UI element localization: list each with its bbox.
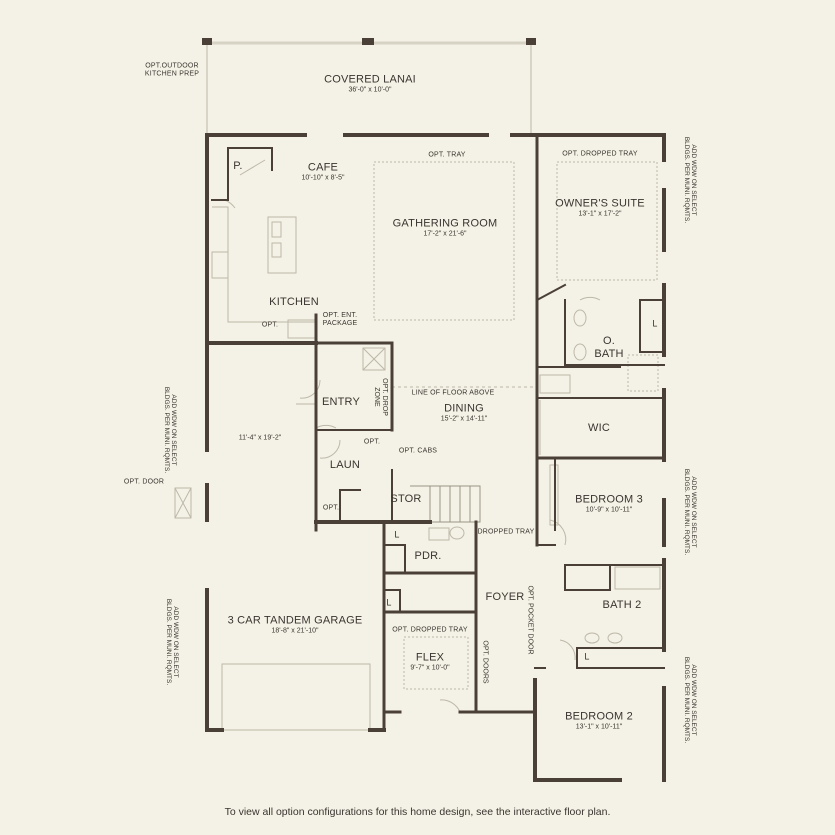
room-dims: 9'-7" x 10'-0" xyxy=(410,664,450,672)
room-covered-lanai: COVERED LANAI 36'-0" x 10'-0" xyxy=(324,73,416,94)
note-opt-drop-zone: OPT. DROP ZONE xyxy=(372,378,388,416)
room-bedroom3: BEDROOM 3 10'-9" x 10'-11" xyxy=(575,493,643,514)
room-kitchen: KITCHEN xyxy=(269,296,319,309)
room-dims: 13'-1" x 17'-2" xyxy=(578,210,622,218)
room-dims: 13'-1" x 10'-11" xyxy=(575,723,623,731)
room-dims: 10'-9" x 10'-11" xyxy=(585,506,633,514)
note-line: ADD WDW ON SELECT xyxy=(172,606,180,678)
room-owners-suite: OWNER'S SUITE 13'-1" x 17'-2" xyxy=(555,197,645,218)
note-opt-kitchen: OPT. xyxy=(261,321,279,329)
room-dining: DINING 15'-2" x 14'-11" xyxy=(440,402,488,423)
footer-note: To view all option configurations for th… xyxy=(224,806,611,818)
room-pdr: PDR. xyxy=(414,550,442,563)
note-add-window-garage-1: ADD WDW ON SELECT BLDGS. PER MUNI. RQMTS… xyxy=(163,387,177,473)
room-name: CAFE xyxy=(307,161,339,174)
room-bath2: BATH 2 xyxy=(602,599,642,612)
note-add-window-bed2: ADD WDW ON SELECT BLDGS. PER MUNI. RQMTS… xyxy=(683,657,697,743)
room-name: O. BATH xyxy=(594,334,624,360)
room-name: COVERED LANAI xyxy=(324,73,416,86)
garage-tandem-dims: 11'-4" x 19'-2" xyxy=(238,434,282,442)
note-line: ADD WDW ON SELECT xyxy=(690,144,698,216)
room-dims: 36'-0" x 10'-0" xyxy=(348,86,392,94)
room-o-bath: O. BATH xyxy=(589,335,629,361)
note-line: KITCHEN PREP xyxy=(144,71,200,78)
room-name: GATHERING ROOM xyxy=(392,217,498,230)
note-line: OPT.OUTDOOR xyxy=(145,62,199,70)
note-owner-dropped-tray: OPT. DROPPED TRAY xyxy=(562,150,638,158)
note-line: BLDGS. PER MUNI. RQMTS. xyxy=(683,468,690,556)
note-line: ADD WDW ON SELECT xyxy=(690,664,698,736)
room-name: OWNER'S SUITE xyxy=(555,197,645,210)
note-opt-ent-package: OPT. ENT. PACKAGE xyxy=(323,312,358,328)
note-line: BLDGS. PER MUNI. RQMTS. xyxy=(165,598,172,686)
room-pantry: P. xyxy=(233,160,243,173)
room-cafe: CAFE 10'-10" x 8'-5" xyxy=(301,161,345,182)
room-name: BEDROOM 3 xyxy=(575,493,643,506)
note-line: BLDGS. PER MUNI. RQMTS. xyxy=(683,136,690,224)
room-dims: 17'-2" x 21'-6" xyxy=(423,230,467,238)
room-garage: 3 CAR TANDEM GARAGE 18'-8" x 21'-10" xyxy=(227,614,363,635)
note-outdoor-kitchen: OPT.OUTDOOR KITCHEN PREP xyxy=(145,63,199,80)
room-dims: 10'-10" x 8'-5" xyxy=(301,174,345,182)
room-gathering-room: GATHERING ROOM 17'-2" x 21'-6" xyxy=(392,217,498,238)
room-foyer: FOYER xyxy=(485,591,525,604)
linen-bath2: L xyxy=(584,651,590,662)
note-opt-cabs: OPT. CABS xyxy=(398,447,438,455)
note-opt-doors: OPT. DOORS xyxy=(481,640,489,684)
note-opt-laun: OPT. xyxy=(363,438,381,446)
room-name: DINING xyxy=(444,402,484,415)
linen-pdr: L xyxy=(394,529,400,540)
room-name: 3 CAR TANDEM GARAGE xyxy=(227,614,363,627)
room-dims: 18'-8" x 21'-10" xyxy=(271,627,319,635)
room-laun: LAUN xyxy=(329,459,361,472)
note-line: PACKAGE xyxy=(322,320,358,327)
linen-owner: L xyxy=(652,318,658,329)
room-entry: ENTRY xyxy=(321,396,361,409)
note-line: ADD WDW ON SELECT xyxy=(170,394,178,466)
room-bedroom2: BEDROOM 2 13'-1" x 10'-11" xyxy=(565,710,633,731)
note-line: OPT. ENT. xyxy=(322,311,358,319)
note-opt-door: OPT. DOOR xyxy=(123,478,165,486)
note-opt-laun-2: OPT. xyxy=(322,504,340,512)
note-line: BLDGS. PER MUNI. RQMTS. xyxy=(683,656,690,744)
note-add-window-bed3: ADD WDW ON SELECT BLDGS. PER MUNI. RQMTS… xyxy=(683,469,697,555)
note-add-window-owner: ADD WDW ON SELECT BLDGS. PER MUNI. RQMTS… xyxy=(683,137,697,223)
note-line: ZONE xyxy=(373,387,380,407)
note-line: OPT. DROP xyxy=(381,378,389,416)
note-line: BLDGS. PER MUNI. RQMTS. xyxy=(163,386,170,474)
note-dropped-tray-foyer: DROPPED TRAY xyxy=(477,528,535,536)
room-stor: STOR xyxy=(390,493,422,506)
note-opt-pocket-door: OPT. POCKET DOOR xyxy=(526,585,534,655)
linen-flex: L xyxy=(386,597,392,608)
room-wic: WIC xyxy=(588,422,610,435)
note-line-floor-above: LINE OF FLOOR ABOVE xyxy=(411,389,495,397)
note-line: ADD WDW ON SELECT xyxy=(690,476,698,548)
room-flex: FLEX 9'-7" x 10'-0" xyxy=(410,651,450,672)
room-name: FLEX xyxy=(415,651,445,664)
note-flex-dropped-tray: OPT. DROPPED TRAY xyxy=(392,626,468,634)
note-add-window-garage-2: ADD WDW ON SELECT BLDGS. PER MUNI. RQMTS… xyxy=(165,599,179,685)
room-dims: 15'-2" x 14'-11" xyxy=(440,415,488,423)
room-name: BEDROOM 2 xyxy=(565,710,633,723)
note-opt-tray: OPT. TRAY xyxy=(428,151,466,159)
